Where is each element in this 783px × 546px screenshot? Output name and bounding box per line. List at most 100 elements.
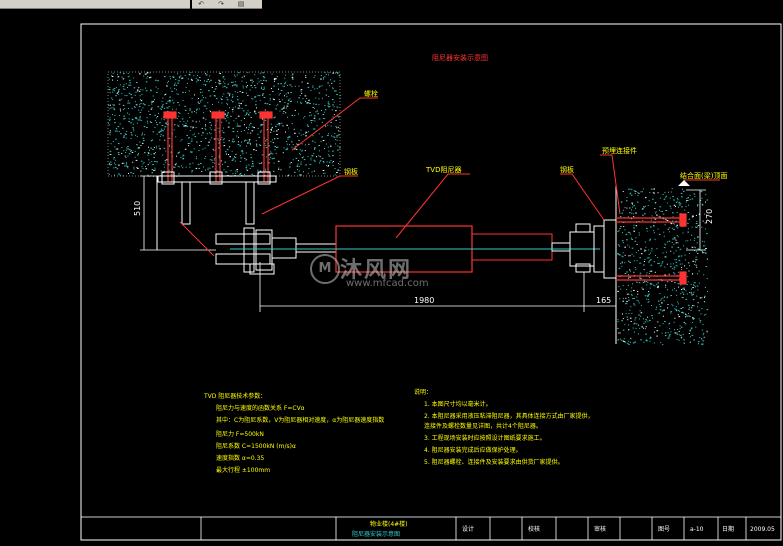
- concrete-speck: [698, 343, 699, 345]
- concrete-speck: [688, 218, 691, 220]
- concrete-speck: [299, 174, 301, 176]
- concrete-speck: [628, 324, 630, 326]
- concrete-speck: [678, 286, 680, 288]
- concrete-speck: [313, 170, 315, 172]
- concrete-speck: [255, 140, 257, 142]
- concrete-speck: [178, 104, 180, 106]
- concrete-speck: [258, 95, 261, 97]
- concrete-speck: [250, 85, 252, 86]
- concrete-speck: [324, 172, 326, 174]
- concrete-speck: [256, 143, 258, 145]
- concrete-speck: [657, 321, 659, 323]
- concrete-speck: [685, 298, 688, 300]
- layer-icon[interactable]: ▤: [237, 0, 245, 8]
- concrete-speck: [637, 194, 639, 196]
- concrete-speck: [277, 129, 279, 130]
- concrete-speck: [203, 84, 205, 85]
- concrete-speck: [258, 172, 260, 174]
- concrete-speck: [168, 164, 170, 166]
- concrete-speck: [253, 165, 254, 167]
- concrete-speck: [325, 143, 327, 145]
- concrete-speck: [160, 130, 162, 132]
- concrete-speck: [304, 150, 306, 152]
- concrete-speck: [166, 121, 168, 123]
- concrete-speck: [678, 201, 681, 203]
- concrete-speck: [305, 100, 307, 102]
- concrete-speck: [676, 201, 678, 203]
- concrete-speck: [621, 255, 623, 257]
- concrete-speck: [128, 92, 131, 94]
- concrete-speck: [639, 274, 641, 276]
- concrete-speck: [635, 252, 637, 254]
- concrete-speck: [648, 249, 650, 251]
- concrete-speck: [149, 121, 151, 123]
- concrete-speck: [623, 338, 625, 340]
- concrete-speck: [168, 100, 170, 102]
- concrete-speck: [658, 209, 660, 211]
- concrete-speck: [142, 163, 144, 165]
- concrete-speck: [222, 163, 224, 165]
- concrete-speck: [171, 90, 173, 92]
- project-line2: 阻尼器安装示意图: [352, 530, 400, 538]
- concrete-speck: [203, 105, 205, 107]
- concrete-speck: [236, 74, 238, 76]
- concrete-speck: [212, 104, 213, 105]
- concrete-speck: [691, 294, 693, 296]
- concrete-speck: [289, 144, 290, 146]
- concrete-speck: [336, 115, 339, 117]
- concrete-speck: [650, 226, 652, 228]
- concrete-speck: [318, 92, 321, 94]
- concrete-speck: [629, 207, 631, 209]
- concrete-speck: [209, 167, 211, 169]
- concrete-speck: [338, 163, 339, 164]
- concrete-speck: [620, 339, 622, 341]
- concrete-speck: [178, 80, 180, 82]
- concrete-speck: [116, 128, 118, 130]
- concrete-speck: [316, 125, 318, 127]
- concrete-speck: [626, 303, 628, 305]
- concrete-speck: [322, 161, 324, 162]
- concrete-speck: [692, 260, 694, 262]
- concrete-speck: [190, 78, 192, 80]
- concrete-speck: [620, 201, 622, 203]
- concrete-speck: [670, 207, 672, 209]
- concrete-speck: [651, 305, 652, 306]
- concrete-speck: [159, 122, 161, 124]
- concrete-speck: [307, 172, 309, 174]
- concrete-speck: [654, 202, 656, 204]
- concrete-speck: [188, 145, 190, 147]
- concrete-speck: [239, 105, 240, 107]
- concrete-speck: [125, 152, 127, 153]
- concrete-speck: [274, 117, 276, 118]
- concrete-speck: [620, 226, 622, 228]
- concrete-speck: [275, 130, 277, 132]
- concrete-speck: [245, 159, 247, 161]
- concrete-speck: [205, 73, 207, 75]
- concrete-speck: [314, 148, 316, 150]
- concrete-speck: [191, 79, 193, 81]
- redo-icon[interactable]: ↷: [218, 0, 224, 8]
- concrete-speck: [127, 76, 130, 78]
- concrete-speck: [703, 314, 705, 316]
- concrete-speck: [630, 337, 632, 339]
- concrete-speck: [689, 199, 691, 201]
- concrete-speck: [204, 128, 206, 130]
- concrete-speck: [155, 145, 157, 147]
- concrete-speck: [667, 307, 668, 309]
- command-input[interactable]: [0, 0, 190, 9]
- concrete-speck: [696, 295, 698, 297]
- undo-icon[interactable]: ↶: [198, 0, 204, 8]
- concrete-speck: [201, 171, 203, 172]
- concrete-speck: [257, 169, 259, 171]
- concrete-speck: [619, 338, 621, 340]
- concrete-speck: [691, 226, 693, 228]
- concrete-speck: [201, 91, 203, 93]
- concrete-speck: [644, 205, 646, 207]
- concrete-speck: [705, 248, 707, 249]
- concrete-speck: [196, 158, 198, 160]
- concrete-speck: [626, 289, 628, 290]
- concrete-speck: [122, 78, 124, 80]
- concrete-speck: [677, 246, 680, 248]
- concrete-speck: [655, 218, 656, 220]
